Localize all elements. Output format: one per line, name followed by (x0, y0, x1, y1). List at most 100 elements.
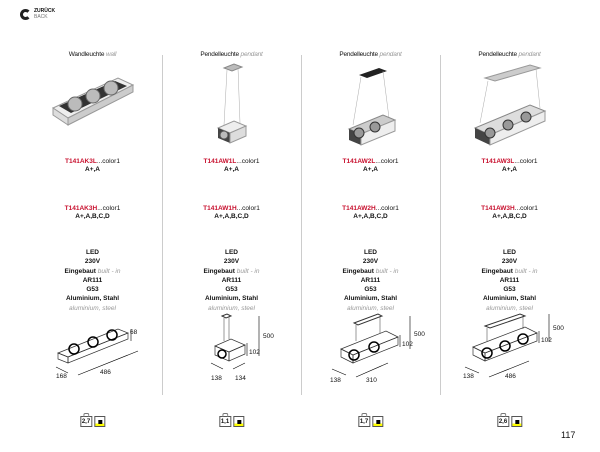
model-code: T141AW3L (481, 158, 515, 165)
model-suffix: ...color1 (236, 205, 260, 212)
product-image (182, 63, 282, 155)
spec-socket: G53 (503, 286, 516, 294)
dimension-label: 138 (463, 373, 474, 380)
spec-light-source: LED (503, 249, 516, 256)
model-code: T141AW1H (203, 205, 237, 212)
spec-material: Aluminium, Stahl (343, 295, 398, 303)
dimension-label: 310 (366, 377, 377, 384)
energy-class: A+,A (363, 166, 378, 173)
model-suffix: ...color1 (236, 158, 260, 165)
model-suffix: ...color1 (97, 205, 121, 212)
driver-icon (233, 416, 245, 427)
dimension-label: 500 (263, 333, 274, 340)
dimension-label: 134 (235, 375, 246, 382)
page-number: 117 (561, 430, 576, 440)
model-suffix: ...color1 (514, 158, 538, 165)
weight-icon: 1,7 (357, 413, 371, 427)
column-divider (301, 55, 302, 395)
model-suffix: ...color1 (375, 158, 399, 165)
column-divider (440, 55, 441, 395)
spec-lamp: AR111 (221, 276, 242, 284)
dimension-label: 68 (130, 329, 138, 336)
weight-badge: 2,6 (496, 413, 523, 427)
energy-class: A+,A,B,C,D (75, 213, 110, 220)
model-suffix: ...color1 (514, 205, 538, 212)
energy-class: A+,A (224, 166, 239, 173)
type-en: pendant (518, 51, 541, 58)
spec-mounting-en: built - in (375, 267, 399, 275)
dimension-label: 102 (541, 337, 552, 344)
type-en: pendant (240, 51, 263, 58)
spec-light-source: LED (225, 249, 238, 256)
driver-icon (372, 416, 384, 427)
model-suffix: ...color1 (375, 205, 399, 212)
spec-lamp: AR111 (360, 276, 381, 284)
energy-class: A+,A (502, 166, 517, 173)
product-type: Pendelleuchte pendant (440, 51, 579, 58)
product-image (321, 63, 421, 155)
spec-voltage: 230V (84, 258, 101, 266)
spec-socket: G53 (86, 286, 99, 294)
back-label-en: BACK (34, 14, 48, 20)
spec-mounting: Eingebaut (64, 267, 96, 275)
model-suffix: ...color1 (96, 158, 120, 165)
spec-voltage: 230V (223, 258, 240, 266)
spec-mounting: Eingebaut (481, 267, 513, 275)
spec-mounting-en: built - in (97, 267, 121, 275)
dimension-label: 486 (100, 369, 111, 376)
spec-light-source: LED (86, 249, 99, 256)
back-label-de: ZURÜCK (34, 8, 56, 14)
dimension-label: 500 (553, 325, 564, 332)
spec-material-en: aluminium, steel (69, 304, 116, 312)
energy-class: A+,A,B,C,D (214, 213, 249, 220)
type-de: Pendelleuchte (200, 51, 239, 58)
spec-lamp: AR111 (499, 276, 520, 284)
dimension-label: 486 (505, 373, 516, 380)
spec-mounting-en: built - in (514, 267, 538, 275)
weight-badge: 1,7 (357, 413, 384, 427)
dimension-label: 102 (402, 341, 413, 348)
spec-voltage: 230V (501, 258, 518, 266)
spec-material-en: aluminium, steel (347, 304, 394, 312)
weight-icon: 1,1 (218, 413, 232, 427)
model-code: T141AW2L (342, 158, 376, 165)
driver-icon (511, 416, 523, 427)
dimension-label: 138 (211, 375, 222, 382)
type-en: wall (105, 51, 117, 58)
spec-material: Aluminium, Stahl (482, 295, 537, 303)
weight-badge: 2,7 (79, 413, 106, 427)
spec-material-en: aluminium, steel (486, 304, 533, 312)
type-en: pendant (379, 51, 402, 58)
specs: LED 230V Eingebaut built - in AR111 G53 … (23, 248, 162, 313)
model-code: T141AW2H (342, 205, 376, 212)
column-divider (162, 55, 163, 395)
model-code: T141AW1L (203, 158, 237, 165)
dimension-label: 138 (330, 377, 341, 384)
product-image (43, 63, 143, 155)
spec-material-en: aluminium, steel (208, 304, 255, 312)
specs: LED 230V Eingebaut built - in AR111 G53 … (162, 248, 301, 313)
spec-mounting: Eingebaut (342, 267, 374, 275)
driver-icon (94, 416, 106, 427)
model-code: T141AK3H (64, 205, 98, 212)
specs: LED 230V Eingebaut built - in AR111 G53 … (301, 248, 440, 313)
model-code: T141AW3H (481, 205, 515, 212)
spec-material: Aluminium, Stahl (65, 295, 120, 303)
spec-socket: G53 (364, 286, 377, 294)
back-arrow-icon (20, 8, 31, 20)
